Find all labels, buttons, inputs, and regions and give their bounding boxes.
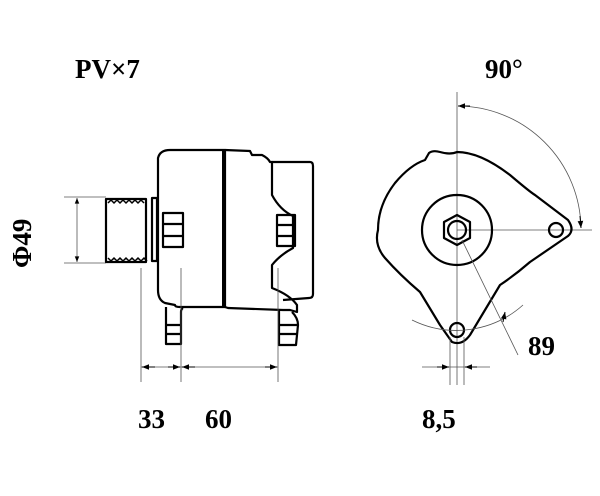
pulley bbox=[104, 196, 159, 264]
dimension-8-5-label: 8,5 bbox=[422, 404, 456, 434]
side-view bbox=[64, 148, 315, 382]
dimension-60-label: 60 bbox=[205, 404, 232, 434]
dimension-89-label: 89 bbox=[528, 331, 555, 361]
belt-type-label: PV×7 bbox=[75, 54, 140, 84]
front-view bbox=[375, 92, 592, 385]
angle-label: 90° bbox=[485, 54, 523, 84]
pulley-diameter-label: Φ49 bbox=[7, 219, 37, 268]
dimension-33-label: 33 bbox=[138, 404, 165, 434]
